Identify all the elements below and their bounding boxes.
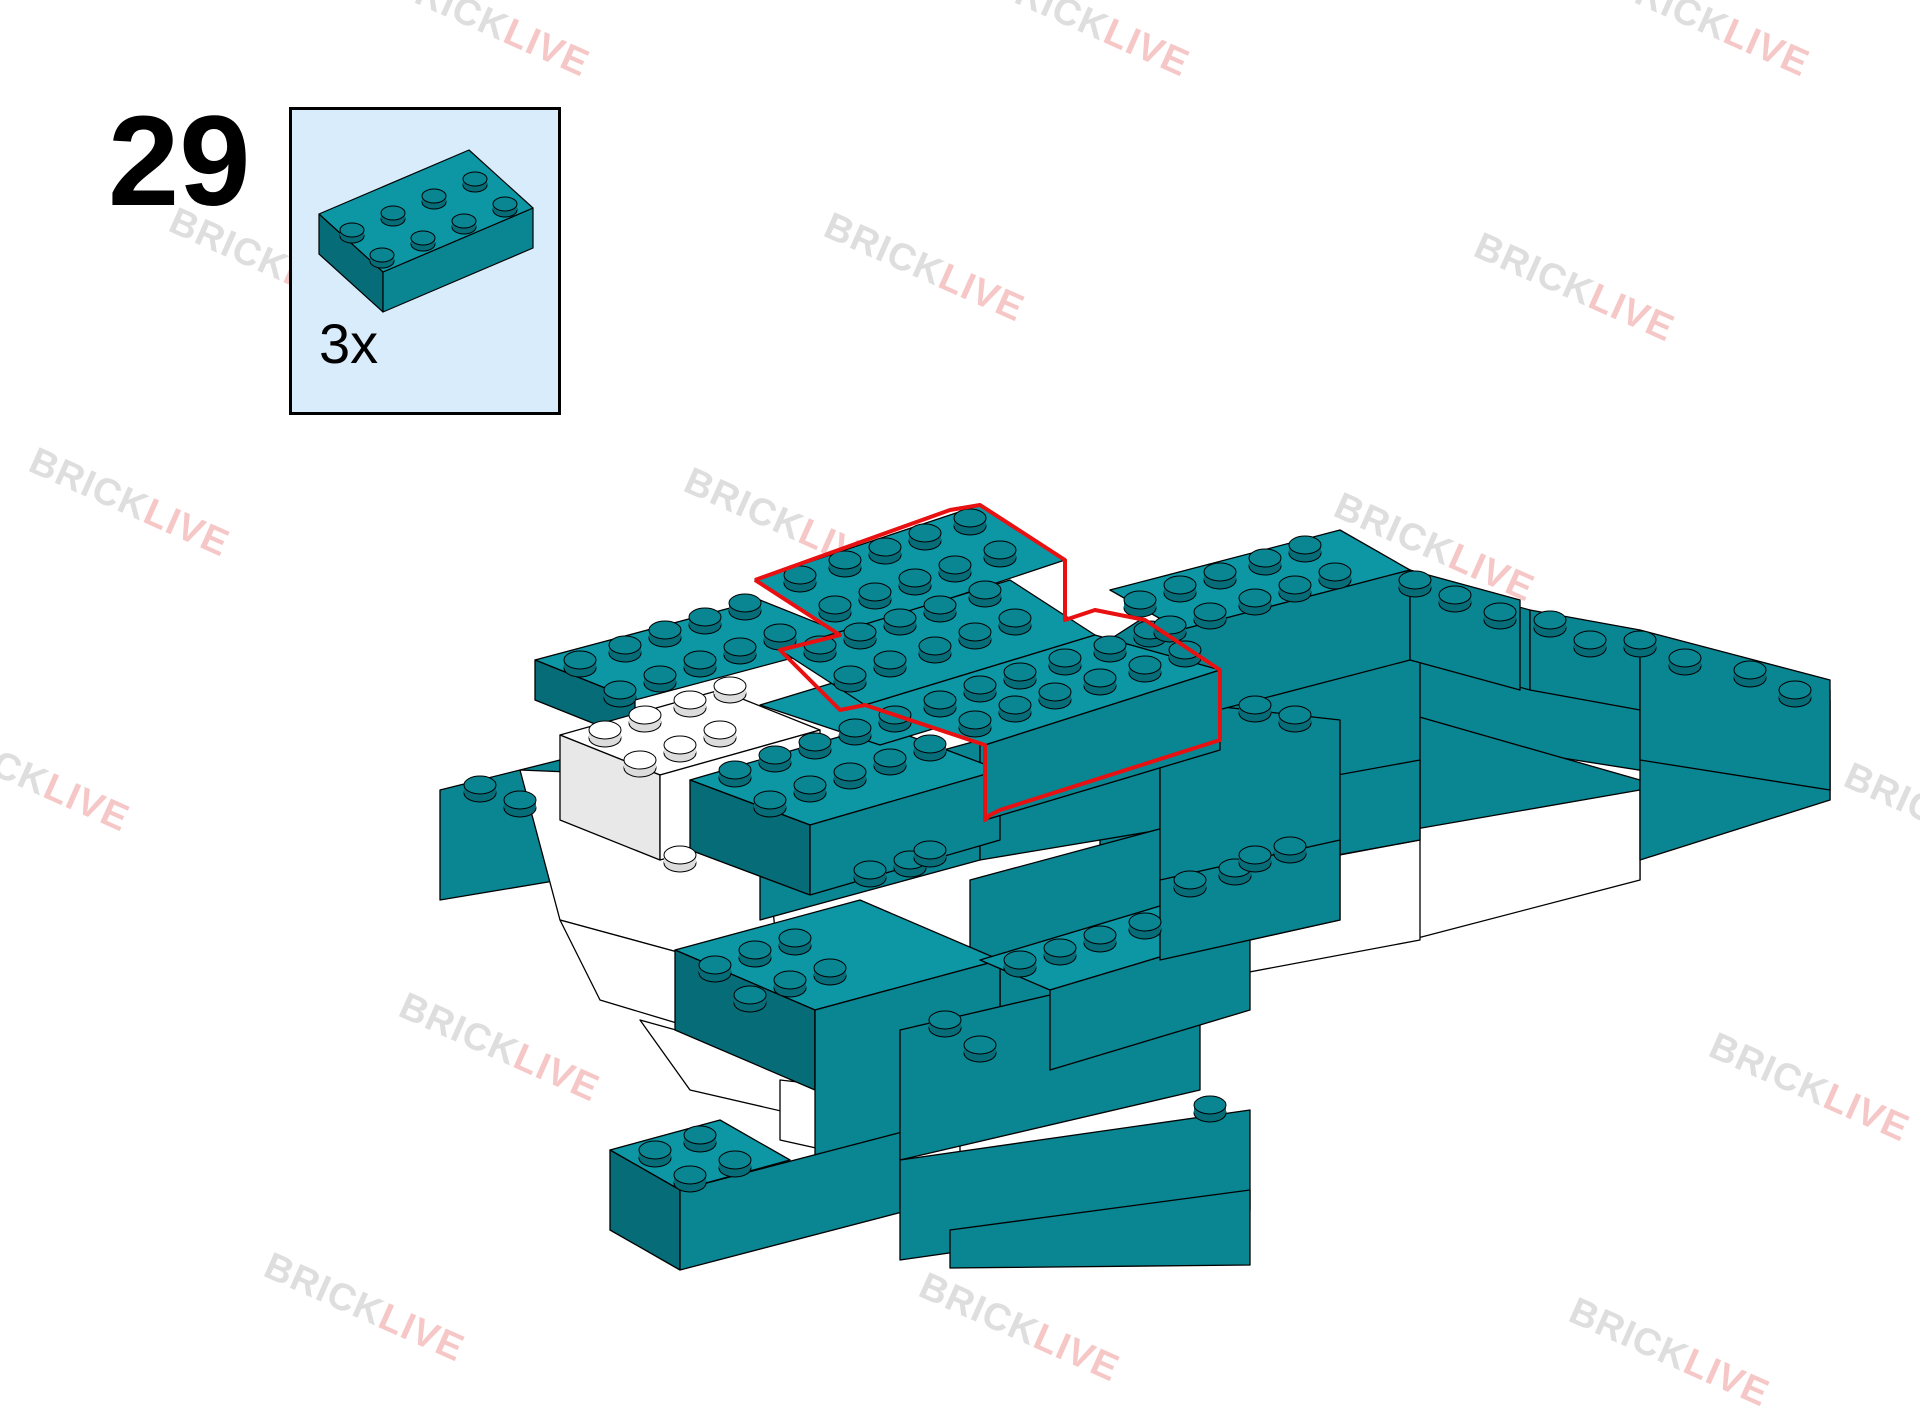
assembly-model [439, 503, 1831, 1271]
brick-2x4-icon [318, 149, 534, 313]
step-number: 29 [108, 90, 251, 233]
parts-callout: 3x [289, 107, 561, 415]
part-quantity: 3x [319, 312, 379, 375]
new-parts-highlight [753, 503, 1222, 822]
